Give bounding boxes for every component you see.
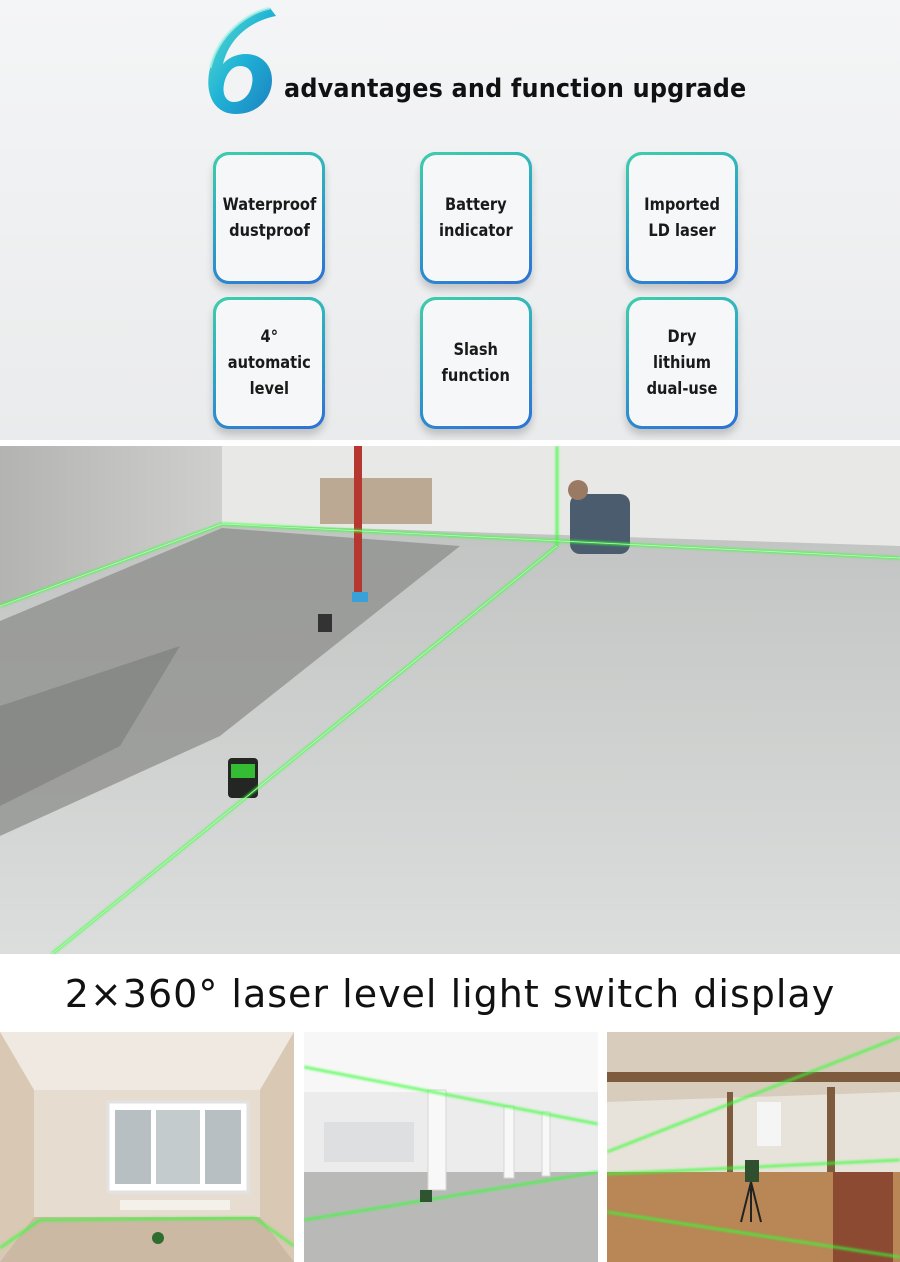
feature-card-waterproof: Waterproof dustproof bbox=[213, 152, 325, 284]
feature-label: 4° automatic level bbox=[227, 327, 311, 399]
page-title: advantages and function upgrade bbox=[284, 74, 747, 104]
feature-label: Battery indicator bbox=[439, 195, 513, 241]
feature-label: Imported LD laser bbox=[644, 195, 720, 241]
feature-card-auto-level: 4° automatic level bbox=[213, 297, 325, 429]
feature-card-battery: Battery indicator bbox=[420, 152, 532, 284]
feature-label: Dry lithium dual-use bbox=[646, 327, 718, 399]
features-panel: advantages and function upgrade Waterpro… bbox=[0, 0, 900, 440]
feature-label: Waterproof dustproof bbox=[222, 195, 316, 241]
feature-card-lithium: Dry lithium dual-use bbox=[626, 297, 738, 429]
thumbnail-wooden-loft bbox=[607, 1032, 900, 1262]
feature-card-slash: Slash function bbox=[420, 297, 532, 429]
thumbnail-hall-columns bbox=[304, 1032, 598, 1262]
feature-card-laser: Imported LD laser bbox=[626, 152, 738, 284]
number-six-graphic bbox=[208, 6, 276, 114]
main-room-photo bbox=[0, 446, 900, 954]
feature-label: Slash function bbox=[441, 340, 511, 386]
thumbnail-empty-room bbox=[0, 1032, 294, 1262]
display-caption: 2×360° laser level light switch display bbox=[64, 972, 836, 1016]
